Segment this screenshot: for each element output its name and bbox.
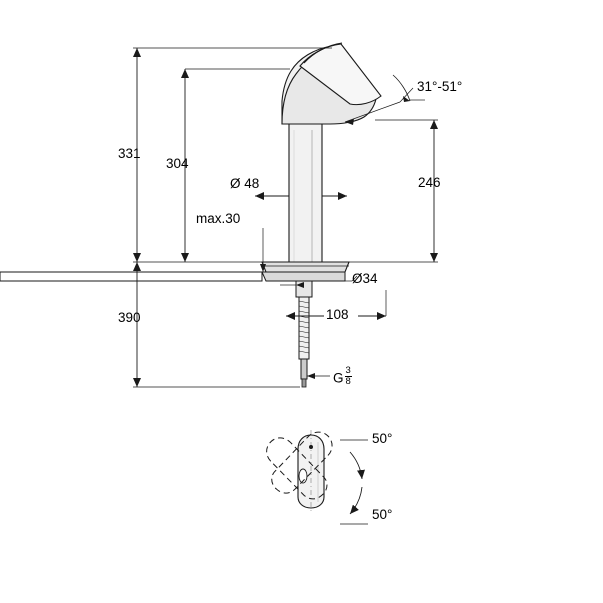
label-swivel-left: 50° — [372, 431, 393, 446]
label-height-handle: 246 — [418, 175, 441, 190]
swivel-detail — [266, 430, 368, 525]
faucet-body — [0, 42, 382, 388]
dimension-lines — [133, 47, 438, 388]
label-max-thickness: max.30 — [196, 211, 241, 226]
label-height-spout: 304 — [166, 156, 189, 171]
label-depth-below: 390 — [118, 310, 141, 325]
label-height-total: 331 — [118, 146, 141, 161]
label-diameter-body: Ø 48 — [230, 176, 260, 191]
label-angle-handle: 31°-51° — [417, 79, 463, 94]
thread-prefix: G — [333, 370, 344, 386]
label-reach: 108 — [326, 307, 349, 322]
label-diameter-base: Ø34 — [352, 271, 378, 286]
label-swivel-right: 50° — [372, 507, 393, 522]
